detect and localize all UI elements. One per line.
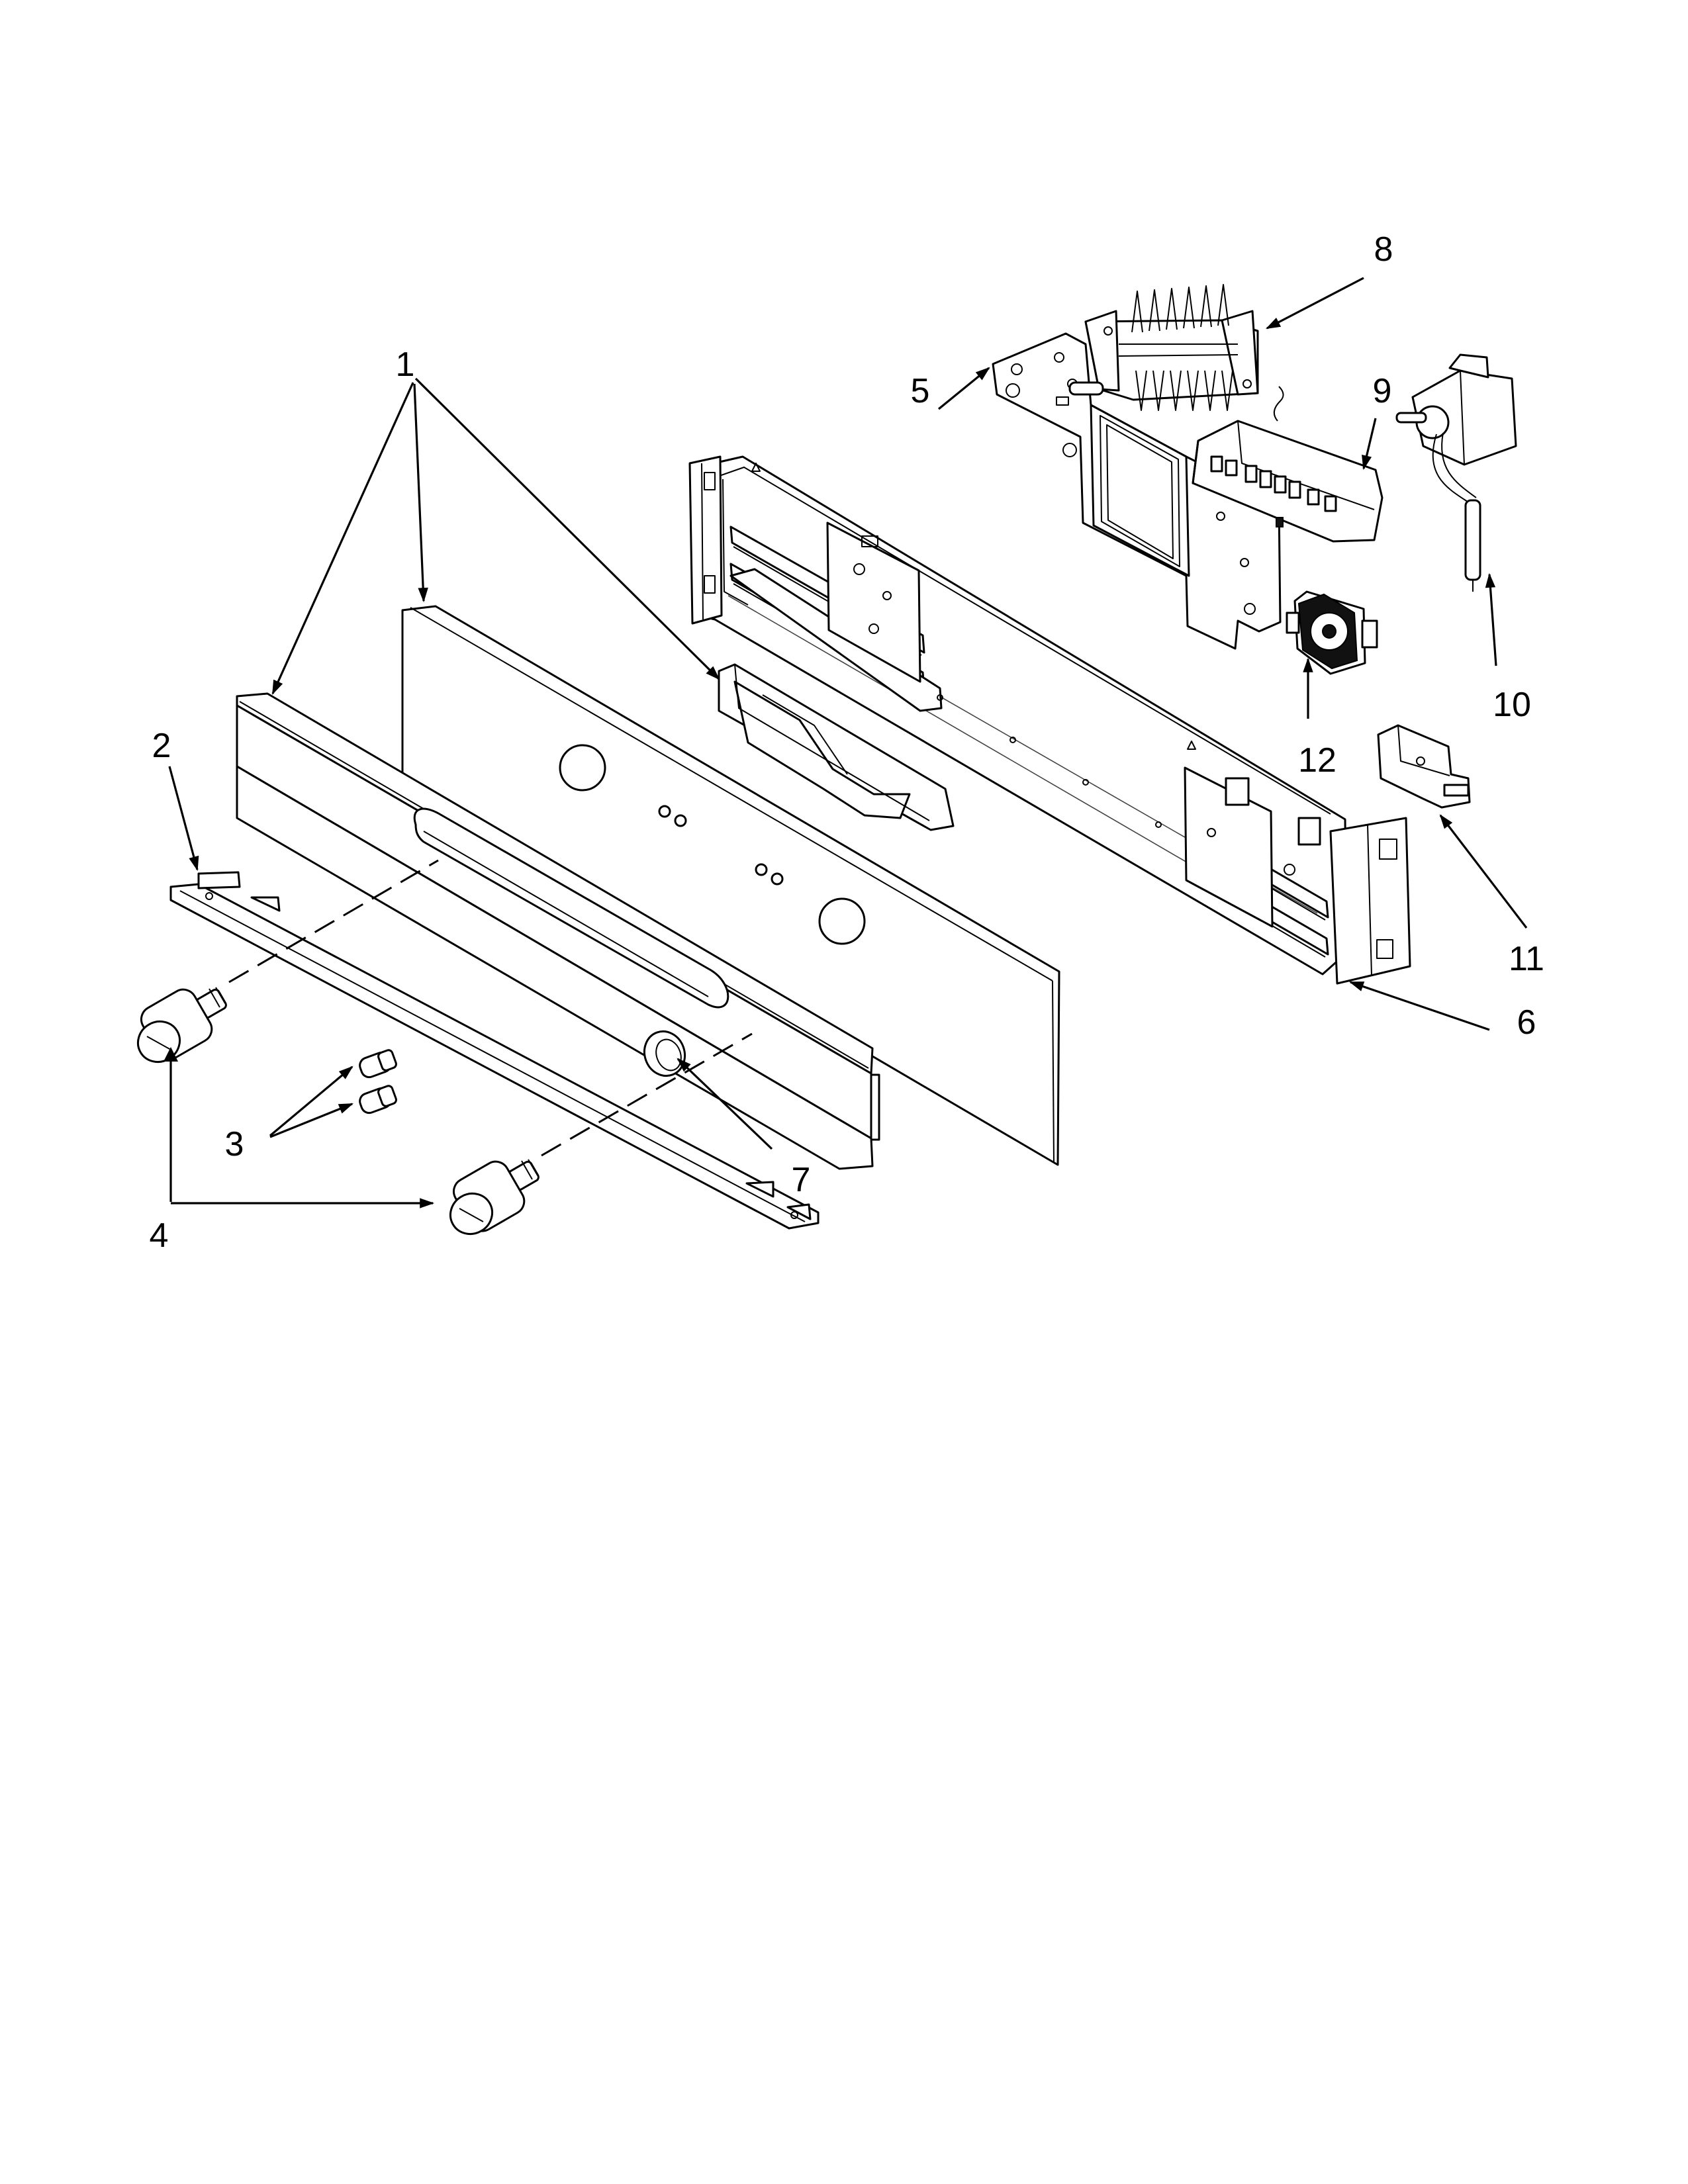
fan-module [1286, 590, 1378, 675]
display-board [1192, 386, 1383, 543]
control-knob-left [136, 987, 227, 1064]
callout-6: 6 [1517, 1003, 1536, 1042]
assembly-lines [228, 859, 753, 1157]
trim-strip [169, 871, 820, 1230]
callout-4: 4 [150, 1216, 169, 1255]
callout-11: 11 [1509, 940, 1544, 978]
display-lens [718, 663, 955, 831]
callout-labels: 1 2 3 4 5 6 7 8 9 10 11 12 [150, 230, 1544, 1255]
callout-3: 3 [225, 1125, 244, 1163]
callout-5: 5 [911, 372, 930, 410]
knob-spacer [643, 1030, 686, 1077]
callout-9: 9 [1373, 372, 1392, 410]
button-cap-lower [359, 1085, 397, 1115]
button-cap-upper [359, 1049, 397, 1079]
callout-8: 8 [1374, 230, 1393, 269]
lower-glass-overlay [236, 765, 874, 1170]
callout-10: 10 [1493, 686, 1531, 724]
thermostat [1395, 353, 1517, 592]
control-panel-insert [401, 605, 1060, 1166]
control-panel-frame [688, 455, 1411, 985]
callout-1: 1 [396, 345, 415, 384]
switch-bracket [1377, 724, 1471, 809]
callout-12: 12 [1298, 741, 1336, 780]
leader-lines [164, 277, 1528, 1208]
control-knob-right [449, 1159, 539, 1236]
selector-switch [1068, 284, 1259, 411]
control-mounting-bracket [992, 332, 1282, 650]
callout-7: 7 [792, 1161, 811, 1199]
front-console-panel [236, 692, 880, 1141]
callout-2: 2 [152, 727, 171, 765]
